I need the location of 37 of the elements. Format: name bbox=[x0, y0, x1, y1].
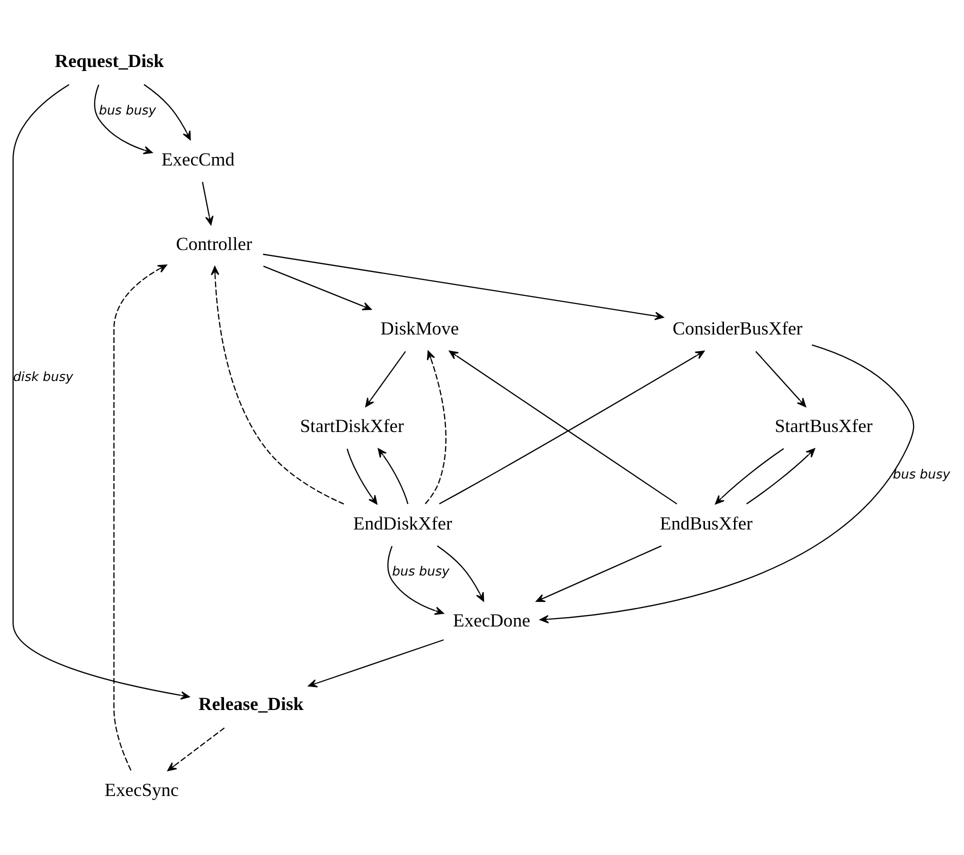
node-text: Request_Disk bbox=[54, 50, 164, 72]
node-text: EndBusXfer bbox=[660, 513, 753, 534]
arrow bbox=[167, 728, 225, 772]
node-text: Release_Disk bbox=[198, 694, 304, 716]
arrow bbox=[346, 448, 378, 504]
arrow bbox=[365, 351, 406, 408]
arrow bbox=[210, 266, 344, 505]
node-text: Controller bbox=[176, 234, 252, 255]
arrow bbox=[94, 84, 153, 154]
arrow bbox=[436, 545, 484, 602]
arrow bbox=[715, 448, 784, 504]
arrow bbox=[144, 84, 191, 140]
node-text: ExecCmd bbox=[161, 149, 235, 170]
node-text: ExecSync bbox=[104, 780, 179, 801]
edge-label: bus busy bbox=[98, 103, 156, 118]
edge-label: bus busy bbox=[892, 467, 950, 482]
arrow bbox=[113, 264, 168, 771]
arrow bbox=[755, 351, 806, 408]
arrow bbox=[424, 350, 446, 504]
arrow bbox=[12, 84, 190, 700]
arrow bbox=[387, 546, 444, 615]
edge-label: bus busy bbox=[392, 564, 450, 580]
node-text: ConsiderBusXfer bbox=[672, 318, 802, 340]
node-text: StartDiskXfer bbox=[300, 416, 404, 437]
arrow bbox=[378, 448, 408, 504]
arrow bbox=[202, 182, 214, 226]
node-text: DiskMove bbox=[380, 318, 459, 340]
node-text: ExecDone bbox=[453, 610, 530, 632]
arrow bbox=[263, 266, 372, 310]
node-text: EndDiskXfer bbox=[353, 513, 452, 534]
node-text: StartBusXfer bbox=[774, 416, 872, 437]
arrow bbox=[308, 639, 444, 688]
edge-label: disk busy bbox=[13, 370, 74, 385]
arrow bbox=[746, 448, 816, 504]
arrow bbox=[540, 344, 914, 624]
arrow bbox=[536, 545, 662, 602]
arrow bbox=[262, 254, 664, 320]
